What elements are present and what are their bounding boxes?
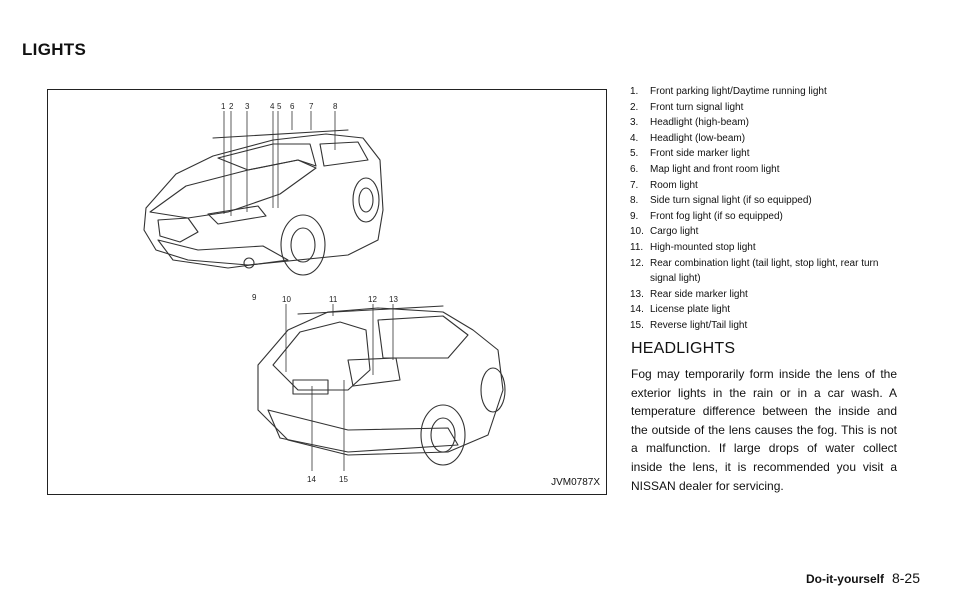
front-car-grille: [157, 217, 199, 243]
callout-7: 7: [309, 102, 314, 111]
list-item: 11.High-mounted stop light: [630, 241, 756, 253]
front-wheel-left-hub: [290, 227, 316, 263]
lights-figure: 1 2 3 4 5 6 7 8 9 10 11 12 13 14 15 JVM0…: [47, 89, 607, 495]
front-wheel-right-hub: [358, 187, 374, 213]
rear-wheel-right: [420, 404, 466, 466]
callout-1: 1: [221, 102, 226, 111]
list-item: 2.Front turn signal light: [630, 101, 744, 113]
lights-parts-list: 1.Front parking light/Daytime running li…: [630, 84, 900, 334]
rear-roof-rail: [297, 305, 444, 315]
rear-car-body: [257, 307, 504, 456]
front-roof-rail: [212, 129, 349, 139]
list-item: 7.Room light: [630, 179, 698, 191]
rear-car-hatch: [272, 321, 371, 391]
rear-car-side-window: [377, 315, 469, 359]
callout-5: 5: [277, 102, 282, 111]
figure-code: JVM0787X: [551, 477, 600, 488]
list-item: 10.Cargo light: [630, 226, 699, 238]
list-item: 3.Headlight (high-beam): [630, 117, 749, 129]
list-item: 4.Headlight (low-beam): [630, 132, 746, 144]
headlights-heading: HEADLIGHTS: [631, 340, 736, 357]
vehicle-illustration: 1 2 3 4 5 6 7 8 9 10 11 12 13 14 15: [143, 102, 506, 484]
page-number: 8-25: [891, 570, 920, 586]
section-title: LIGHTS: [22, 40, 87, 59]
callout-6: 6: [290, 102, 295, 111]
callout-leaders: [223, 111, 394, 471]
rear-car-bumper: [267, 409, 459, 453]
callout-10: 10: [282, 295, 291, 304]
list-item: 8.Side turn signal light (if so equipped…: [630, 195, 812, 207]
front-car-bumper: [157, 239, 289, 269]
front-wheel-left: [280, 214, 326, 276]
callout-3: 3: [245, 102, 250, 111]
callout-8: 8: [333, 102, 338, 111]
rear-wheel-right-hub: [430, 417, 456, 453]
front-wheel-right: [352, 177, 380, 223]
headlights-body-text: Fog may temporarily form inside the lens…: [631, 367, 897, 493]
callout-15: 15: [339, 475, 348, 484]
front-car-headlight: [207, 205, 267, 225]
callout-4: 4: [270, 102, 275, 111]
list-item: 12.Rear combination light (tail light, s…: [630, 257, 879, 285]
list-item: 9.Front fog light (if so equipped): [630, 210, 783, 222]
list-item: 15.Reverse light/Tail light: [630, 319, 748, 331]
callout-13: 13: [389, 295, 398, 304]
rear-wheel-far: [480, 367, 506, 413]
front-fog-light: [243, 257, 255, 269]
page-footer: Do-it-yourself 8-25: [806, 570, 920, 586]
list-item: 6.Map light and front room light: [630, 163, 780, 175]
rear-license-plate: [292, 379, 329, 395]
front-car-side-window: [319, 141, 369, 167]
callout-12: 12: [368, 295, 377, 304]
list-item: 13.Rear side marker light: [630, 288, 748, 300]
list-item: 14.License plate light: [630, 304, 731, 316]
footer-section-name: Do-it-yourself: [805, 572, 884, 586]
front-car-windshield: [217, 143, 317, 171]
callout-14: 14: [307, 475, 316, 484]
rear-car-taillight: [347, 357, 401, 387]
callout-11: 11: [329, 295, 338, 304]
list-item: 1.Front parking light/Daytime running li…: [630, 86, 827, 97]
callout-9: 9: [252, 293, 257, 302]
callout-2: 2: [229, 102, 234, 111]
front-car-body: [143, 133, 384, 266]
front-car-hood: [149, 159, 317, 219]
list-item: 5.Front side marker light: [630, 148, 750, 160]
